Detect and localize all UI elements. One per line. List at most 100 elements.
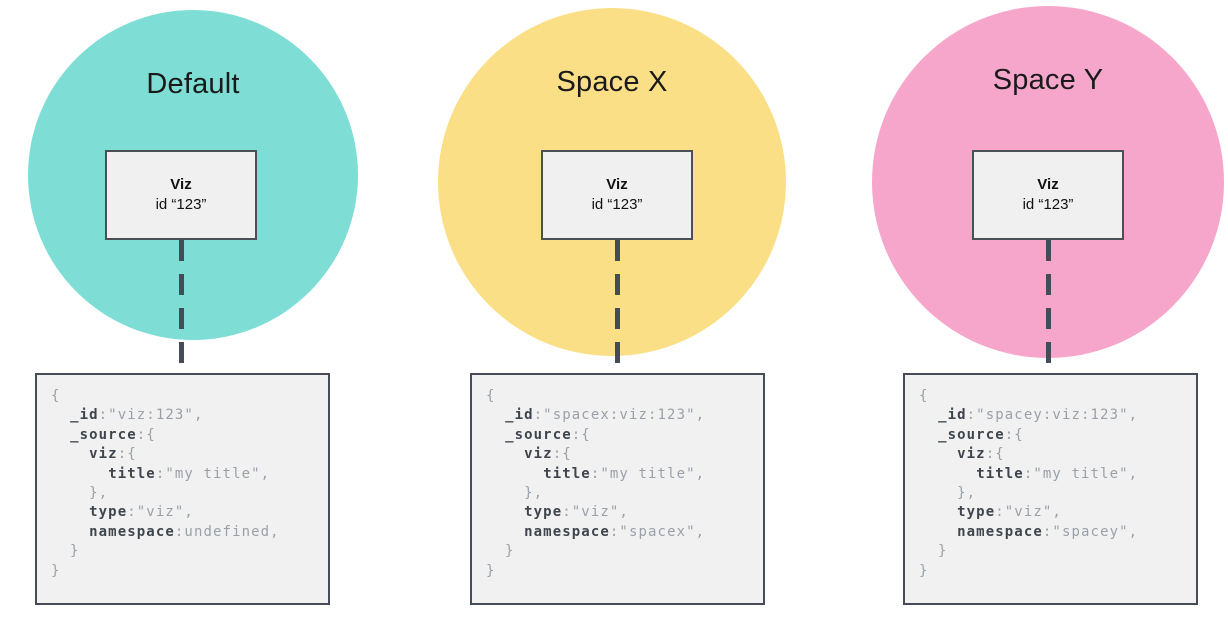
- code-plain-token: [51, 446, 89, 462]
- code-plain-token: :"spacey",: [1042, 523, 1139, 540]
- code-plain-token: :{: [985, 446, 1005, 463]
- code-plain-token: :{: [1004, 426, 1024, 443]
- code-plain-token: },: [486, 485, 544, 502]
- code-line: }: [51, 542, 322, 561]
- viz-node-title: Viz: [1037, 176, 1059, 193]
- viz-node-id: id “123”: [1022, 196, 1074, 213]
- code-line: _id:"spacex:viz:123",: [486, 406, 757, 425]
- code-line: type:"viz",: [486, 503, 757, 522]
- code-plain-token: :{: [552, 446, 572, 463]
- code-plain-token: [919, 524, 957, 540]
- code-key-token: _id: [505, 407, 534, 424]
- code-line: }: [486, 542, 757, 561]
- dashed-connector: [179, 240, 184, 373]
- code-line: title:"my title",: [51, 465, 322, 484]
- code-plain-token: [486, 407, 505, 423]
- code-plain-token: :"my title",: [590, 465, 706, 482]
- code-line: }: [919, 542, 1190, 561]
- code-plain-token: :{: [571, 426, 591, 443]
- space-title: Default: [146, 68, 240, 100]
- code-plain-token: [486, 446, 524, 462]
- code-key-token: viz: [957, 446, 986, 463]
- code-plain-token: [919, 446, 957, 462]
- viz-node: Viz id “123”: [105, 150, 257, 240]
- saved-object-json-box: { _id:"viz:123", _source:{ viz:{ title:"…: [35, 373, 330, 605]
- code-plain-token: },: [919, 485, 977, 502]
- code-plain-token: [51, 427, 70, 443]
- code-line: },: [919, 484, 1190, 503]
- code-line: title:"my title",: [486, 465, 757, 484]
- space-title: Space Y: [992, 64, 1104, 96]
- viz-node-title: Viz: [606, 176, 628, 193]
- space-title: Space X: [556, 66, 668, 98]
- code-plain-token: :"viz:123",: [98, 407, 204, 424]
- code-line: _id:"spacey:viz:123",: [919, 406, 1190, 425]
- code-plain-token: }: [51, 562, 61, 579]
- code-line: title:"my title",: [919, 465, 1190, 484]
- code-plain-token: [486, 427, 505, 443]
- code-key-token: _source: [938, 426, 1005, 443]
- code-plain-token: [486, 466, 543, 482]
- code-plain-token: {: [919, 388, 929, 404]
- code-line: _source:{: [486, 426, 757, 445]
- code-key-token: _source: [70, 426, 137, 443]
- code-plain-token: :"spacey:viz:123",: [966, 407, 1139, 424]
- code-plain-token: :"viz",: [127, 504, 194, 521]
- code-plain-token: :{: [117, 446, 137, 463]
- code-plain-token: :"spacex",: [609, 523, 706, 540]
- code-plain-token: }: [486, 543, 515, 560]
- code-plain-token: :"my title",: [155, 465, 271, 482]
- code-line: namespace:"spacey",: [919, 523, 1190, 542]
- code-plain-token: }: [919, 562, 929, 579]
- code-key-token: type: [89, 504, 128, 521]
- code-plain-token: [486, 524, 524, 540]
- code-key-token: namespace: [957, 523, 1043, 540]
- code-plain-token: [51, 407, 70, 423]
- code-plain-token: [51, 524, 89, 540]
- viz-node-id: id “123”: [591, 196, 643, 213]
- code-plain-token: }: [919, 543, 948, 560]
- code-line: _source:{: [51, 426, 322, 445]
- code-line: },: [51, 484, 322, 503]
- code-plain-token: :"viz",: [562, 504, 629, 521]
- code-plain-token: [919, 427, 938, 443]
- code-plain-token: :"viz",: [995, 504, 1062, 521]
- code-key-token: viz: [89, 446, 118, 463]
- code-line: namespace:"spacex",: [486, 523, 757, 542]
- viz-node-id: id “123”: [155, 196, 207, 213]
- code-plain-token: [51, 466, 108, 482]
- code-line: viz:{: [51, 445, 322, 464]
- code-key-token: namespace: [524, 523, 610, 540]
- code-plain-token: [919, 466, 976, 482]
- code-plain-token: {: [486, 388, 496, 404]
- space-circle-spacex: Space X: [438, 8, 786, 356]
- code-line: type:"viz",: [51, 503, 322, 522]
- code-key-token: _id: [938, 407, 967, 424]
- code-plain-token: }: [51, 543, 80, 560]
- code-line: _source:{: [919, 426, 1190, 445]
- code-line: type:"viz",: [919, 503, 1190, 522]
- code-line: {: [51, 387, 322, 406]
- code-line: }: [919, 562, 1190, 581]
- code-line: }: [486, 562, 757, 581]
- viz-node: Viz id “123”: [541, 150, 693, 240]
- code-key-token: type: [524, 504, 563, 521]
- code-line: viz:{: [486, 445, 757, 464]
- code-line: _id:"viz:123",: [51, 406, 322, 425]
- code-line: {: [919, 387, 1190, 406]
- code-line: namespace:undefined,: [51, 523, 322, 542]
- code-key-token: title: [543, 465, 591, 482]
- code-line: {: [486, 387, 757, 406]
- code-plain-token: },: [51, 485, 109, 502]
- code-plain-token: [919, 407, 938, 423]
- code-plain-token: }: [486, 562, 496, 579]
- viz-node: Viz id “123”: [972, 150, 1124, 240]
- code-plain-token: :"my title",: [1023, 465, 1139, 482]
- viz-node-title: Viz: [170, 176, 192, 193]
- code-plain-token: {: [51, 388, 61, 404]
- dashed-connector: [1046, 240, 1051, 373]
- code-plain-token: [51, 504, 89, 520]
- code-plain-token: :undefined,: [174, 523, 280, 540]
- code-plain-token: :"spacex:viz:123",: [533, 407, 706, 424]
